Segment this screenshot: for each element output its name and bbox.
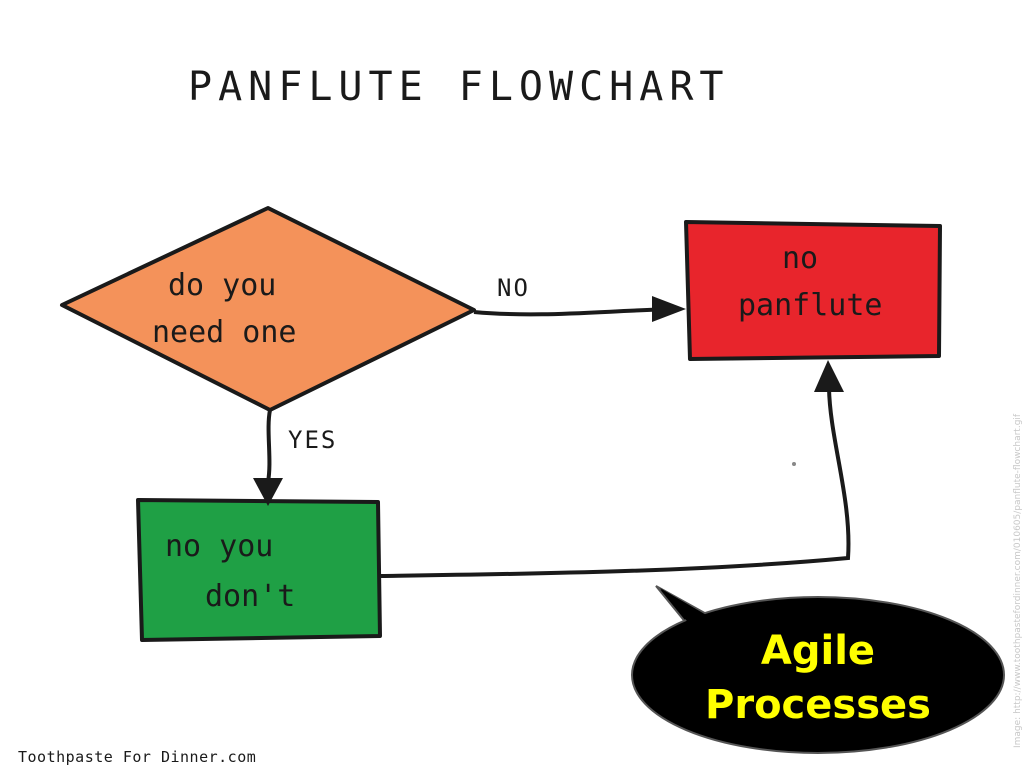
no-you-dont-node: no you don't [136, 498, 382, 642]
no-you-dont-box [136, 498, 382, 642]
edge-no-label: NO [497, 274, 530, 302]
callout-body [631, 596, 1005, 754]
no-panflute-label-line1: no [782, 241, 818, 276]
edge-return-line [379, 387, 851, 578]
decision-label-line2: need one [152, 315, 297, 350]
callout-line1: Agile [761, 628, 875, 674]
no-panflute-node: no panflute [684, 220, 942, 361]
image-source-url: Image: http://www.toothpastefordinner.co… [1013, 413, 1023, 748]
edge-no: NO [473, 274, 686, 322]
no-you-dont-label-line1: no you [165, 529, 273, 564]
edge-yes-label: YES [288, 426, 337, 454]
decision-node: do you need one [60, 206, 476, 412]
decision-label-line1: do you [168, 268, 276, 303]
edge-return [379, 360, 851, 578]
edge-no-arrowhead [652, 296, 686, 322]
site-credit: Toothpaste For Dinner.com [18, 748, 257, 766]
flowchart-title: PANFLUTE FLOWCHART [188, 64, 729, 110]
callout-line2: Processes [705, 682, 931, 728]
no-panflute-box [684, 220, 942, 361]
edge-no-line [473, 307, 677, 317]
edge-yes: YES [253, 409, 337, 506]
callout-bubble: Agile Processes [631, 585, 1005, 754]
edge-yes-arrowhead [253, 478, 283, 506]
decision-diamond [60, 206, 476, 412]
no-panflute-label-line2: panflute [738, 288, 883, 323]
stray-dot [792, 462, 796, 466]
edge-yes-line [266, 409, 272, 483]
no-you-dont-label-line2: don't [205, 579, 295, 614]
edge-return-arrowhead [814, 360, 844, 392]
